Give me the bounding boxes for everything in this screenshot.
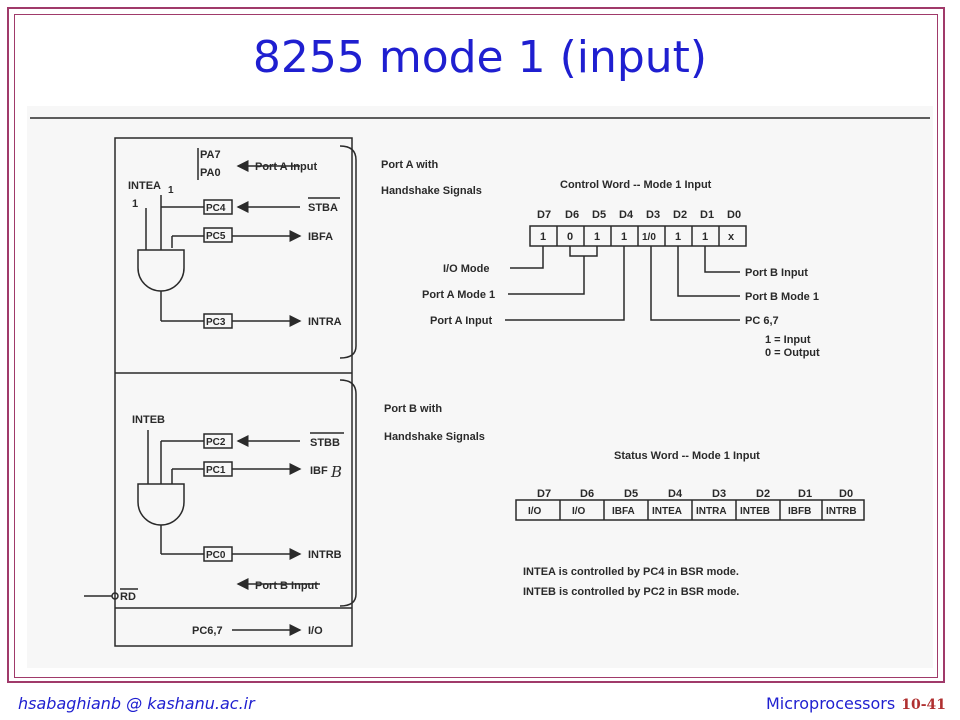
cw-label-port-b-input: Port B Input: [745, 267, 808, 279]
port-b-group-label-2: Handshake Signals: [384, 431, 485, 443]
cw-bit-value: 1: [621, 231, 627, 243]
pc3-label: PC3: [206, 317, 226, 328]
sw-bit-value: INTRB: [826, 506, 857, 517]
intea-label: INTEA: [128, 180, 161, 192]
slide-inner-border: [14, 14, 938, 678]
footer-page-number: 10-41: [901, 697, 946, 713]
cw-bit-label: D1: [700, 209, 714, 221]
ibfb-label: IBF: [310, 465, 328, 477]
pc2-label: PC2: [206, 437, 226, 448]
port-b-bracket: [339, 379, 357, 607]
pc1-label: PC1: [206, 465, 226, 476]
stbb-label: STBB: [310, 437, 340, 449]
cw-label-port-b-mode: Port B Mode 1: [745, 291, 819, 303]
cw-bit-label: D5: [592, 209, 606, 221]
cw-bit-label: D2: [673, 209, 687, 221]
pa7-label: PA7: [200, 149, 221, 161]
cw-bit-label: D0: [727, 209, 741, 221]
status-word-title: Status Word -- Mode 1 Input: [614, 450, 760, 462]
slide-outer-border: [7, 7, 945, 683]
pc5-box: [203, 227, 233, 243]
pc67-label: PC6,7: [192, 625, 223, 637]
control-word-title: Control Word -- Mode 1 Input: [560, 179, 712, 191]
cw-label-io-mode: I/O Mode: [443, 263, 489, 275]
sw-bit-label: D4: [668, 488, 683, 500]
stba-label: STBA: [308, 202, 338, 214]
cw-bit-label: D3: [646, 209, 660, 221]
cw-bit-value: 1: [675, 231, 681, 243]
sw-bit-value: INTRA: [696, 506, 727, 517]
sw-bit-label: D1: [798, 488, 812, 500]
rd-label: RD: [120, 591, 136, 603]
pc0-label: PC0: [206, 550, 226, 561]
control-word-bit-values: 1 0 1 1 1/0 1 1 x: [540, 231, 735, 243]
diagram-background: [27, 106, 933, 668]
sw-bit-value: INTEA: [652, 506, 682, 517]
cw-note-input: 1 = Input: [765, 334, 811, 346]
pc5-label: PC5: [206, 231, 226, 242]
footer-course-name: Microprocessors: [765, 694, 896, 713]
cw-label-port-a-input: Port A Input: [430, 315, 492, 327]
pc4-label: PC4: [206, 203, 226, 214]
cw-bit-value: x: [728, 231, 735, 243]
port-a-group-label-1: Port A with: [381, 159, 439, 171]
cw-bit-value: 0: [567, 231, 573, 243]
cw-note-output: 0 = Output: [765, 347, 820, 359]
sw-bit-value: I/O: [572, 506, 586, 517]
chip-outline: [114, 137, 353, 647]
cw-bit-label: D4: [619, 209, 634, 221]
cw-label-pc67: PC 6,7: [745, 315, 779, 327]
sw-bit-value: INTEB: [740, 506, 770, 517]
intea-value-2: 1: [168, 185, 174, 196]
io-label: I/O: [308, 625, 323, 637]
inteb-label: INTEB: [132, 414, 165, 426]
sw-bit-label: D5: [624, 488, 638, 500]
port-a-input-label: Port A Input: [255, 161, 317, 173]
footer-course: Microprocessors 10-41: [766, 694, 946, 713]
intea-value: 1: [132, 198, 138, 210]
sw-bit-value: IBFA: [612, 506, 635, 517]
status-word-bit-labels: D7 D6 D5 D4 D3 D2 D1 D0: [537, 488, 853, 500]
sw-bit-label: D7: [537, 488, 551, 500]
sw-bit-value: IBFB: [788, 506, 811, 517]
status-word-bit-values: I/O I/O IBFA INTEA INTRA INTEB IBFB INTR…: [528, 506, 857, 517]
port-b-input-label: Port B Input: [255, 580, 318, 592]
cw-label-port-a-mode: Port A Mode 1: [422, 289, 495, 301]
cw-bit-label: D7: [537, 209, 551, 221]
control-word-bit-labels: D7 D6 D5 D4 D3 D2 D1 D0: [537, 209, 741, 221]
port-a-bracket: [339, 145, 357, 359]
cw-bit-label: D6: [565, 209, 579, 221]
port-a-group-label-2: Handshake Signals: [381, 185, 482, 197]
footer-author: hsabaghianb @ kashanu.ac.ir: [18, 694, 255, 713]
and-gate-b: [137, 483, 185, 526]
and-gate-a: [137, 249, 185, 292]
cw-bit-value: 1/0: [642, 232, 656, 243]
port-b-group-label-1: Port B with: [384, 403, 442, 415]
intrb-label: INTRB: [308, 549, 342, 561]
cw-bit-value: 1: [594, 231, 600, 243]
sw-note-inteb: INTEB is controlled by PC2 in BSR mode.: [523, 586, 739, 598]
sw-note-intea: INTEA is controlled by PC4 in BSR mode.: [523, 566, 739, 578]
intra-label: INTRA: [308, 316, 342, 328]
sw-bit-label: D3: [712, 488, 726, 500]
cw-bit-value: 1: [702, 231, 708, 243]
sw-bit-value: I/O: [528, 506, 542, 517]
slide-title: 8255 mode 1 (input): [252, 32, 708, 83]
cw-bit-value: 1: [540, 231, 546, 243]
sw-bit-label: D6: [580, 488, 594, 500]
sw-bit-label: D0: [839, 488, 853, 500]
ibfa-label: IBFA: [308, 231, 333, 243]
ibfb-suffix: B: [330, 463, 342, 481]
sw-bit-label: D2: [756, 488, 770, 500]
pa0-label: PA0: [200, 167, 221, 179]
